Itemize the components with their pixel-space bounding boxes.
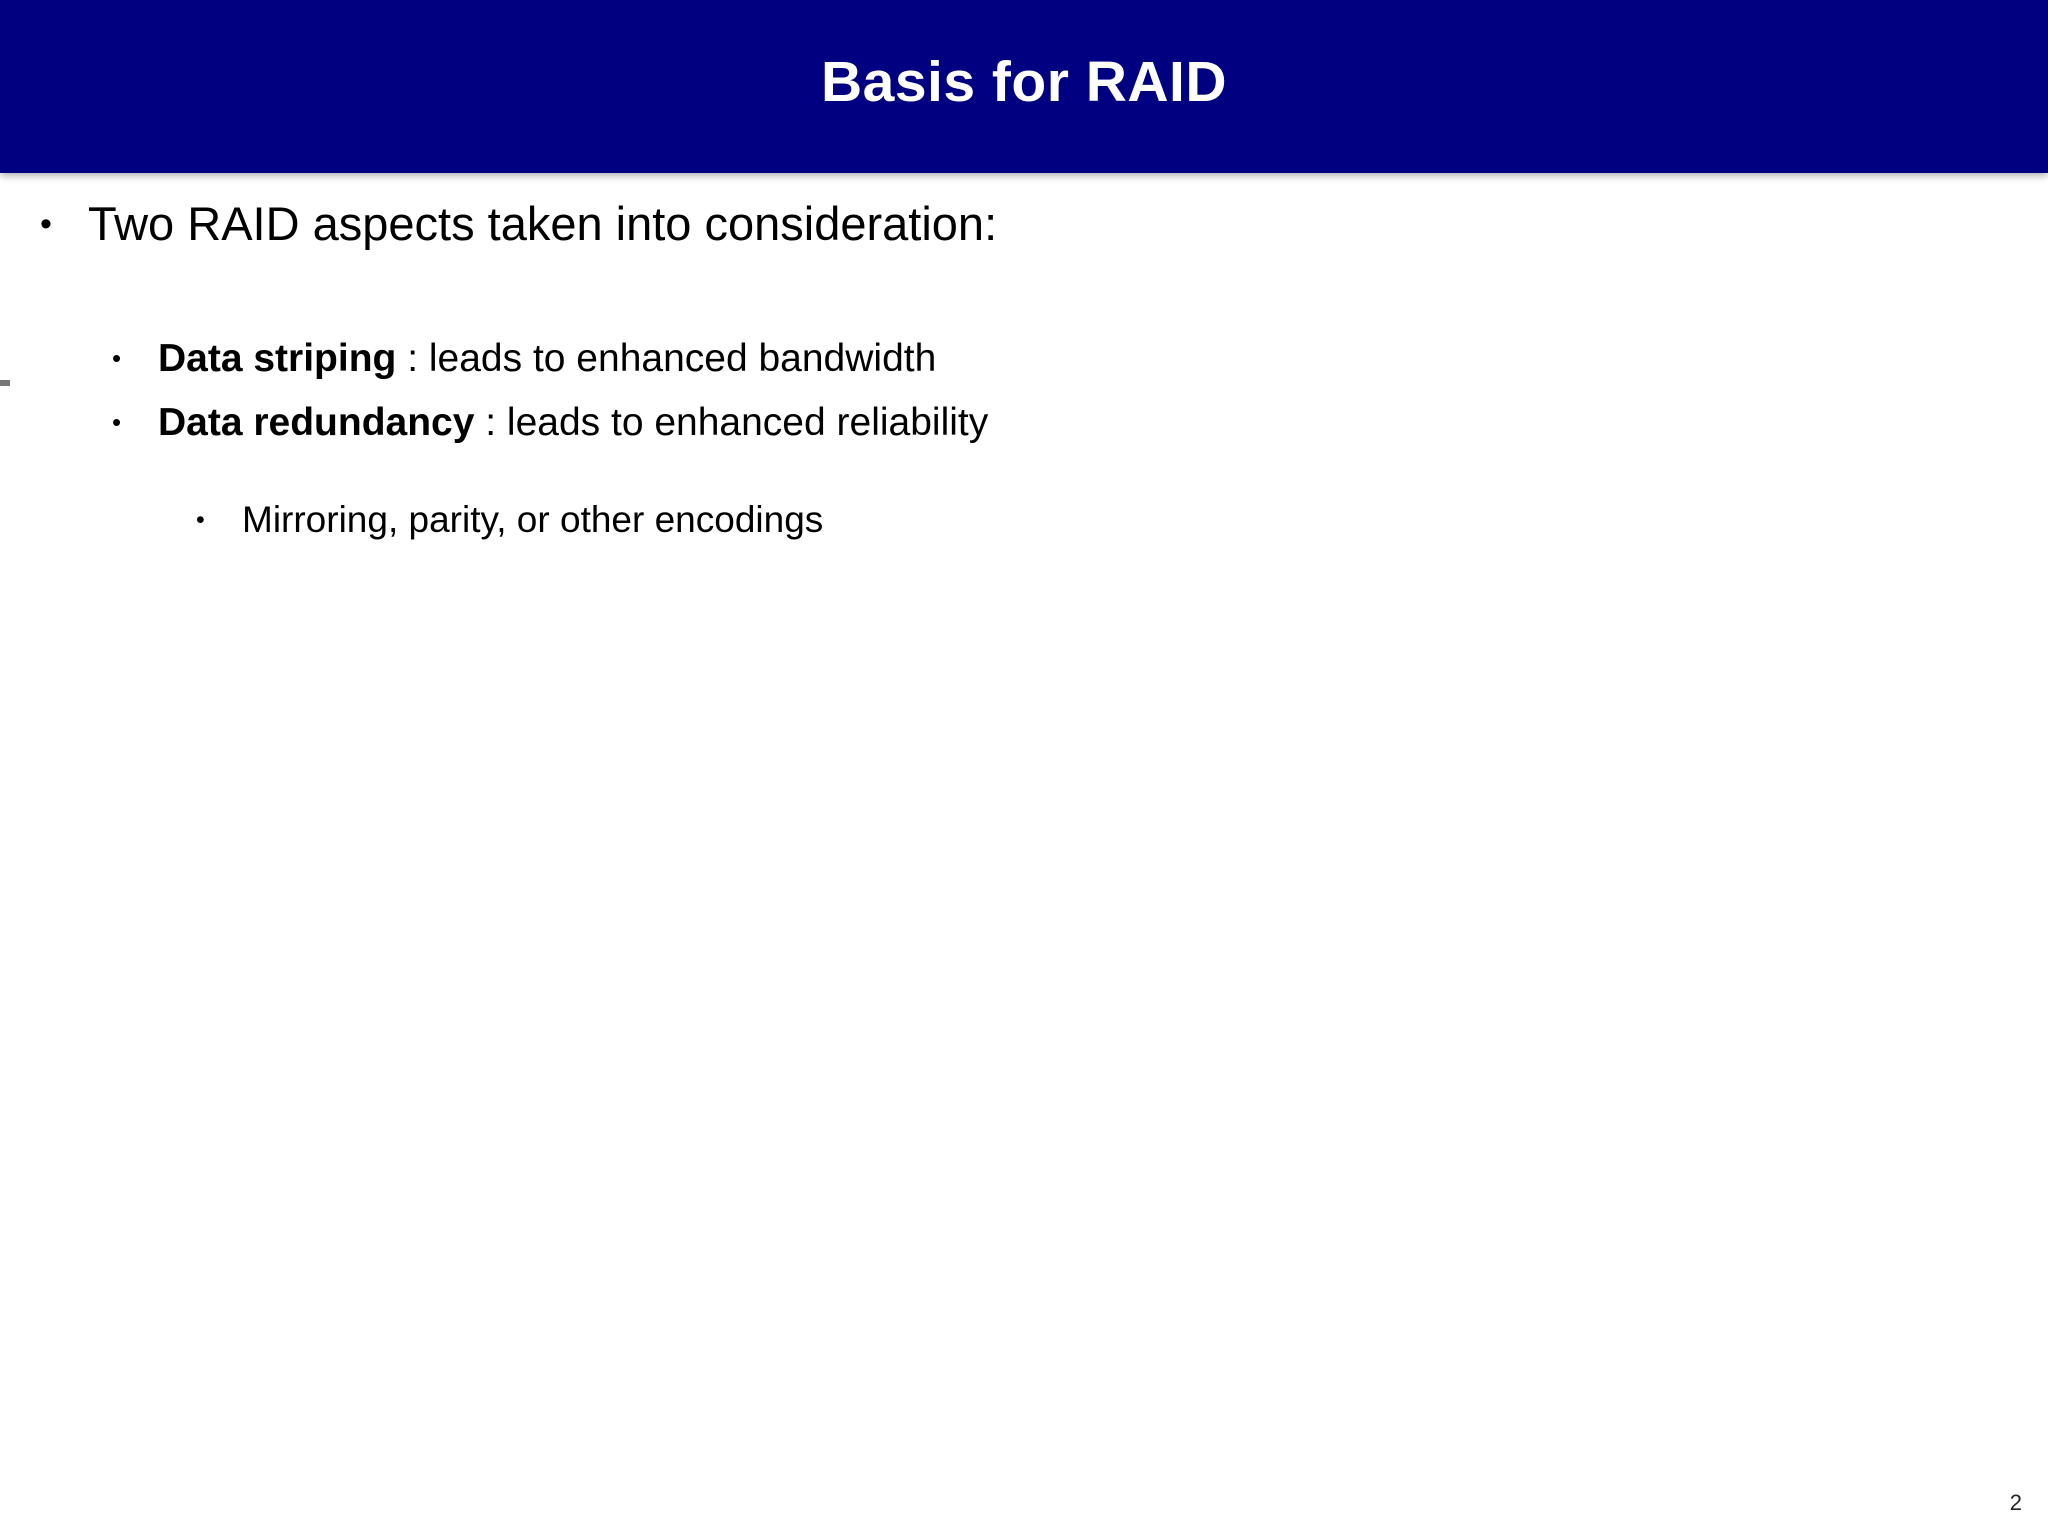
title-banner: Basis for RAID [0, 0, 2048, 173]
bullet-point-icon: • [40, 205, 52, 243]
bullet-level2-description: : leads to enhanced reliability [474, 401, 989, 444]
page-number: 2 [2009, 1490, 2022, 1515]
list-item: • Data redundancy : leads to enhanced re… [112, 389, 1462, 456]
slide-body: • Two RAID aspects taken into considerat… [0, 173, 2048, 1536]
bullet-level2-term: Data striping [158, 337, 397, 380]
page-title: Basis for RAID [820, 49, 1228, 114]
bullet-point-icon: • [112, 343, 122, 373]
list-item: • Mirroring, parity, or other encodings [196, 489, 1496, 551]
bullet-level3-text: Mirroring, parity, or other encodings [242, 499, 824, 540]
list-item: • Data striping : leads to enhanced band… [112, 325, 1462, 392]
bullet-point-icon: • [112, 407, 122, 437]
bullet-level2-text: Data striping : leads to enhanced bandwi… [158, 325, 1388, 392]
bullet-level2-description: : leads to enhanced bandwidth [396, 337, 937, 380]
bullet-level1-text: Two RAID aspects taken into consideratio… [88, 197, 998, 250]
list-item: • Two RAID aspects taken into considerat… [40, 190, 1140, 258]
edge-artifact [0, 380, 10, 386]
bullet-point-icon: • [196, 506, 205, 534]
bullet-level2-term: Data redundancy [158, 401, 475, 444]
bullet-level2-text: Data redundancy : leads to enhanced reli… [158, 389, 1388, 456]
